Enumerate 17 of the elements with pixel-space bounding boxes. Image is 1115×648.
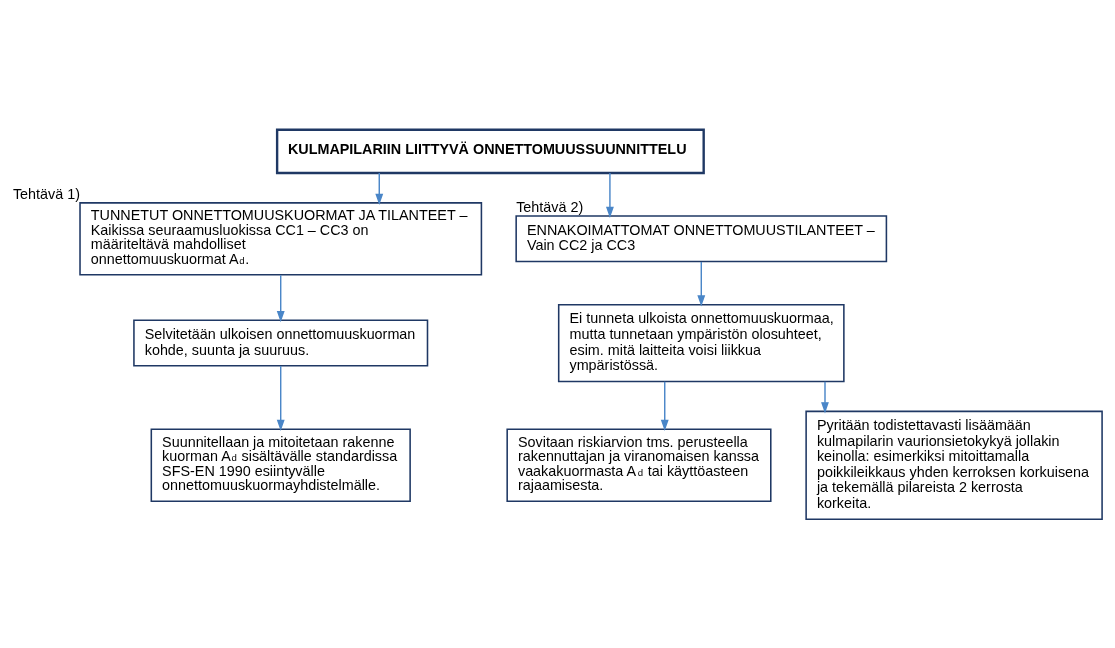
arrow xyxy=(276,274,285,322)
arrow xyxy=(375,171,384,205)
arrow xyxy=(276,364,285,431)
node-box: Selvitetään ulkoisen onnettomuuskuorman kohde, suunta ja suuruus. xyxy=(133,319,429,367)
arrow xyxy=(660,380,669,431)
arrow xyxy=(821,380,829,413)
node-box: Suunnitellaan ja mitoitetaan rakenne kuorman Ad sisältävälle standardissa SFS-EN 1990 esiintyvälle onnettomuuskuormayhdistelmälle. xyxy=(150,428,411,502)
node-label: Tehtävä 1) xyxy=(12,185,80,202)
node-label: Tehtävä 2) xyxy=(516,198,584,215)
arrow xyxy=(697,260,706,307)
node-box: Pyritään todistettavasti lisäämään kulmapilarin vaurionsietokykyä jollakin keinolla: esimerkiksi mitoittamalla poikkileikkaus yhden kerroksen korkuisena ja tekemällä pilareista 2 kerrosta korkeita. xyxy=(805,410,1103,520)
arrow xyxy=(605,171,614,218)
node-box: ENNAKOIMATTOMAT ONNETTOMUUSTILANTEET – Vain CC2 ja CC3 xyxy=(515,214,888,262)
node-box: Ei tunneta ulkoista onnettomuuskuormaa, mutta tunnetaan ympäristön olosuhteet, esim. mitä laitteita voisi liikkua ympäristössä. xyxy=(557,303,845,382)
node-box: KULMAPILARIIN LIITTYVÄ ONNETTOMUUSSUUNNITTELU xyxy=(275,128,705,174)
node-box: Sovitaan riskiarvion tms. perusteella rakennuttajan ja viranomaisen kanssa vaakakuormasta Ad tai käyttöasteen rajaamisesta. xyxy=(506,428,772,502)
node-box: TUNNETUT ONNETTOMUUSKUORMAT JA TILANTEET – Kaikissa seuraamusluokissa CC1 – CC3 on määriteltävä mahdolliset onnettomuuskuormat Ad. xyxy=(79,201,483,276)
